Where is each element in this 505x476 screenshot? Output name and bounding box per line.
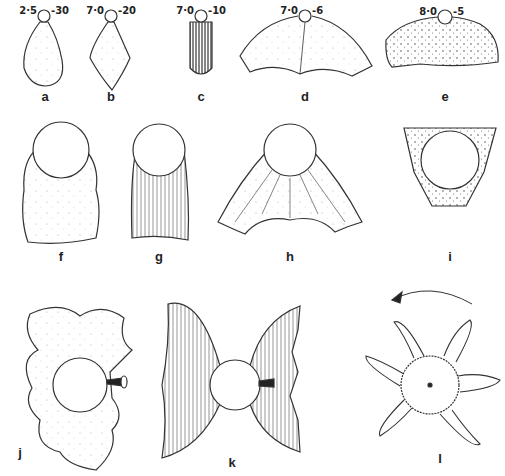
pair-value: -10 xyxy=(208,6,226,16)
pair-value: -30 xyxy=(51,6,69,16)
panel-letter: h xyxy=(286,250,294,263)
panel-letter: f xyxy=(59,250,63,263)
panel-letter: l xyxy=(438,452,442,465)
pair-value: 8·0 xyxy=(419,7,437,17)
panel-letter: e xyxy=(441,90,448,103)
pair-value: -5 xyxy=(453,7,464,17)
panel-letter: c xyxy=(197,90,204,103)
panel-letter: g xyxy=(155,250,163,263)
panel-letter: k xyxy=(228,456,235,469)
panel-letter: d xyxy=(301,90,309,103)
panel-letter: b xyxy=(107,90,115,103)
panel-letter: i xyxy=(448,250,452,263)
pair-value: 7·0 xyxy=(176,6,194,16)
pair-value: -6 xyxy=(312,6,323,16)
pair-value: 2·5 xyxy=(19,6,37,16)
panel-letter: j xyxy=(18,446,22,459)
panel-letter: a xyxy=(41,90,48,103)
pair-value: 7·0 xyxy=(86,6,104,16)
pair-value: 7·0 xyxy=(280,6,298,16)
pair-value: -20 xyxy=(118,6,136,16)
